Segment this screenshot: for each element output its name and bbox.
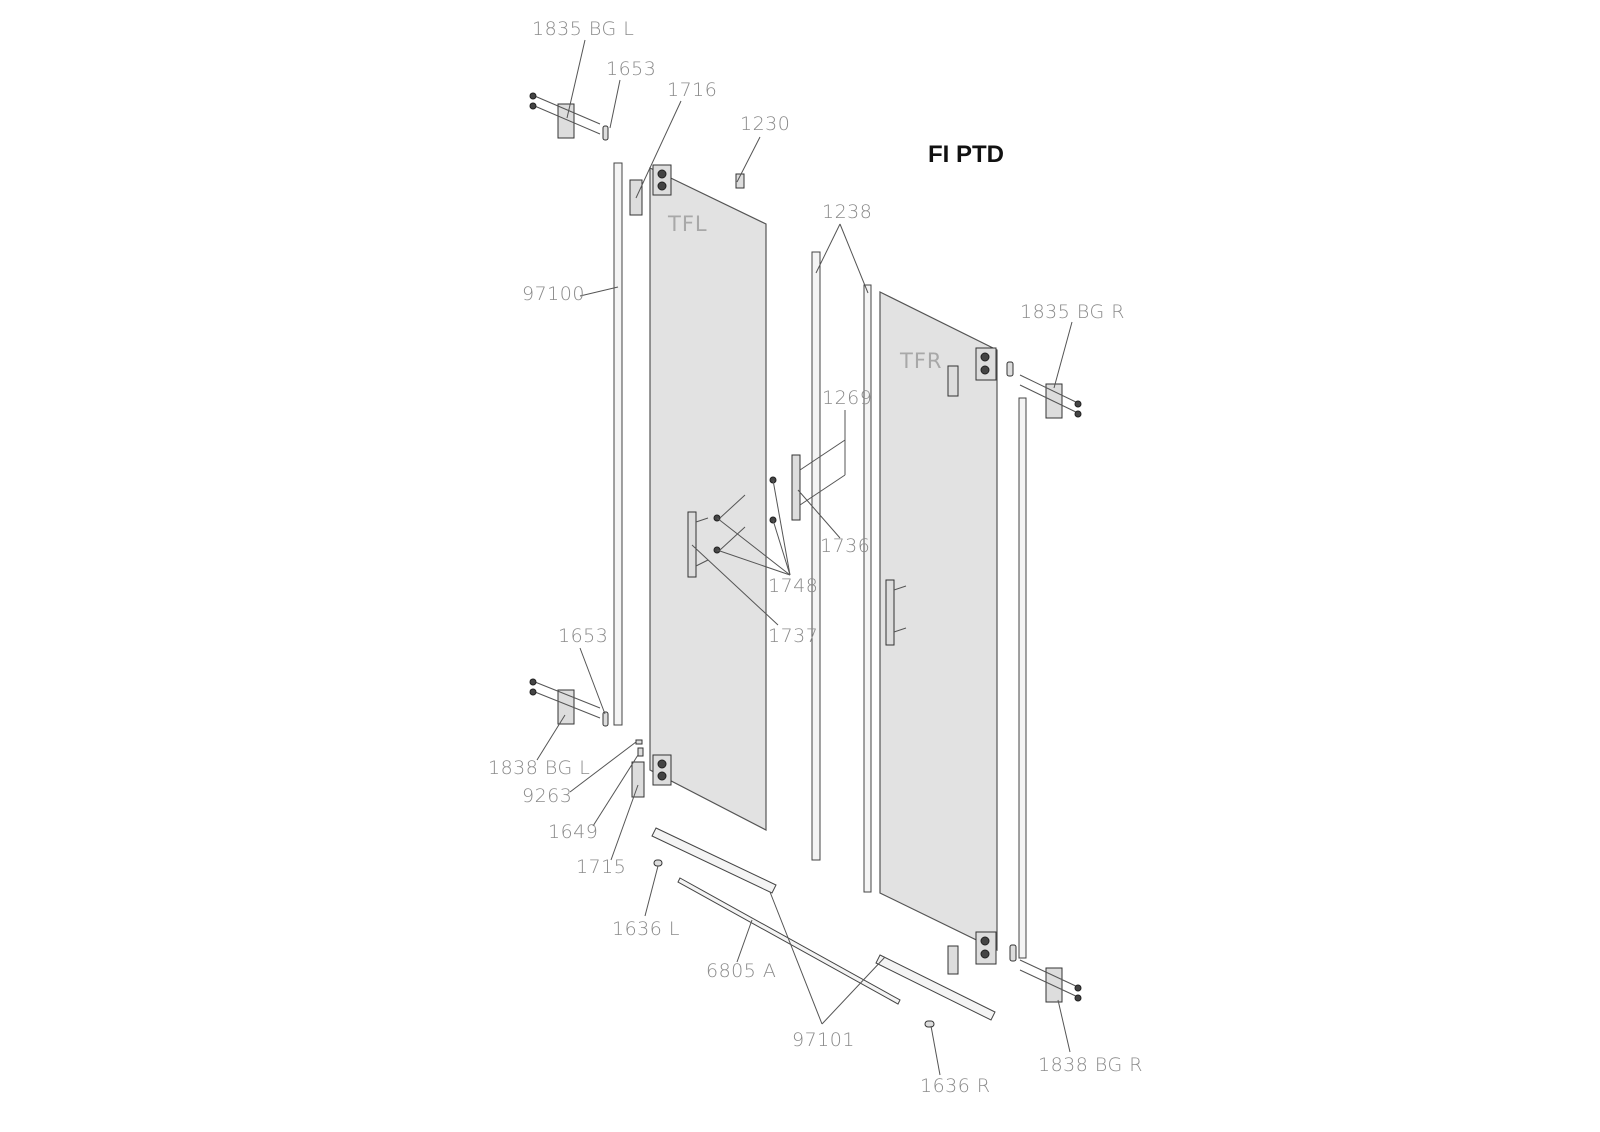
cover-right-bottom: [947, 945, 959, 975]
handle-tfr: [885, 579, 907, 646]
handle-left: [687, 511, 709, 578]
part-label: 1636 R: [920, 1075, 991, 1097]
center-profile-1: [811, 251, 821, 861]
panel-label-tfr: TFR: [899, 349, 943, 373]
part-label: 97100: [522, 283, 585, 305]
part-label: 1230: [740, 113, 790, 135]
wall-profile-left: [613, 162, 623, 726]
pin-9263: [635, 739, 643, 745]
cap-1653-top: [602, 125, 609, 141]
part-label: 1653: [606, 58, 656, 80]
part-label: 97101: [792, 1029, 855, 1051]
cap-1653-bottom: [602, 711, 609, 727]
part-label: 1835 BG L: [532, 18, 634, 40]
wall-profile-right: [1018, 397, 1027, 959]
wall-hinge-bottom-right: [1019, 959, 1082, 1003]
insert-1649: [637, 747, 644, 757]
diagram-title: FI PTD: [928, 141, 1004, 168]
part-label: 9263: [522, 785, 572, 807]
part-label: 1649: [548, 821, 598, 843]
cover-right-top: [947, 365, 959, 397]
part-label: 1636 L: [612, 918, 680, 940]
bottom-profile-left: [651, 827, 777, 894]
center-profile-2: [863, 284, 872, 893]
glass-panel-left: [649, 167, 767, 831]
wall-hinge-top-right: [1019, 374, 1082, 419]
part-label: 1653: [558, 625, 608, 647]
part-label: 1748: [768, 575, 818, 597]
clip-1230: [735, 173, 745, 189]
leader-lines: [536, 39, 1073, 1076]
glass-hinge-bottom-right: [975, 931, 997, 965]
cap-right-top: [1006, 361, 1014, 377]
panel-label-tfl: TFL: [667, 212, 708, 236]
endcap-1636-left: [653, 859, 663, 867]
glass-hinge-top-right: [975, 347, 997, 381]
part-label: 1838 BG L: [488, 757, 590, 779]
part-label: 1838 BG R: [1038, 1054, 1143, 1076]
cap-right-bottom: [1009, 944, 1017, 962]
glass-hinge-top-left: [652, 164, 672, 196]
endcap-1636-right: [924, 1020, 935, 1028]
part-label: 1737: [768, 625, 818, 647]
part-label: 1736: [820, 535, 870, 557]
part-label: 1238: [822, 201, 872, 223]
part-label: 1269: [822, 387, 872, 409]
part-label: 1715: [576, 856, 626, 878]
part-label: 1716: [667, 79, 717, 101]
glass-hinge-bottom-left: [652, 754, 672, 786]
bottom-profile-right: [875, 954, 996, 1021]
cover-1715: [631, 761, 645, 798]
wall-hinge-bottom-left: [529, 678, 601, 725]
glass-panel-right: [879, 291, 998, 951]
part-label: 6805 A: [706, 960, 776, 982]
wall-hinge-top-left: [529, 92, 601, 139]
part-label: 1835 BG R: [1020, 301, 1125, 323]
